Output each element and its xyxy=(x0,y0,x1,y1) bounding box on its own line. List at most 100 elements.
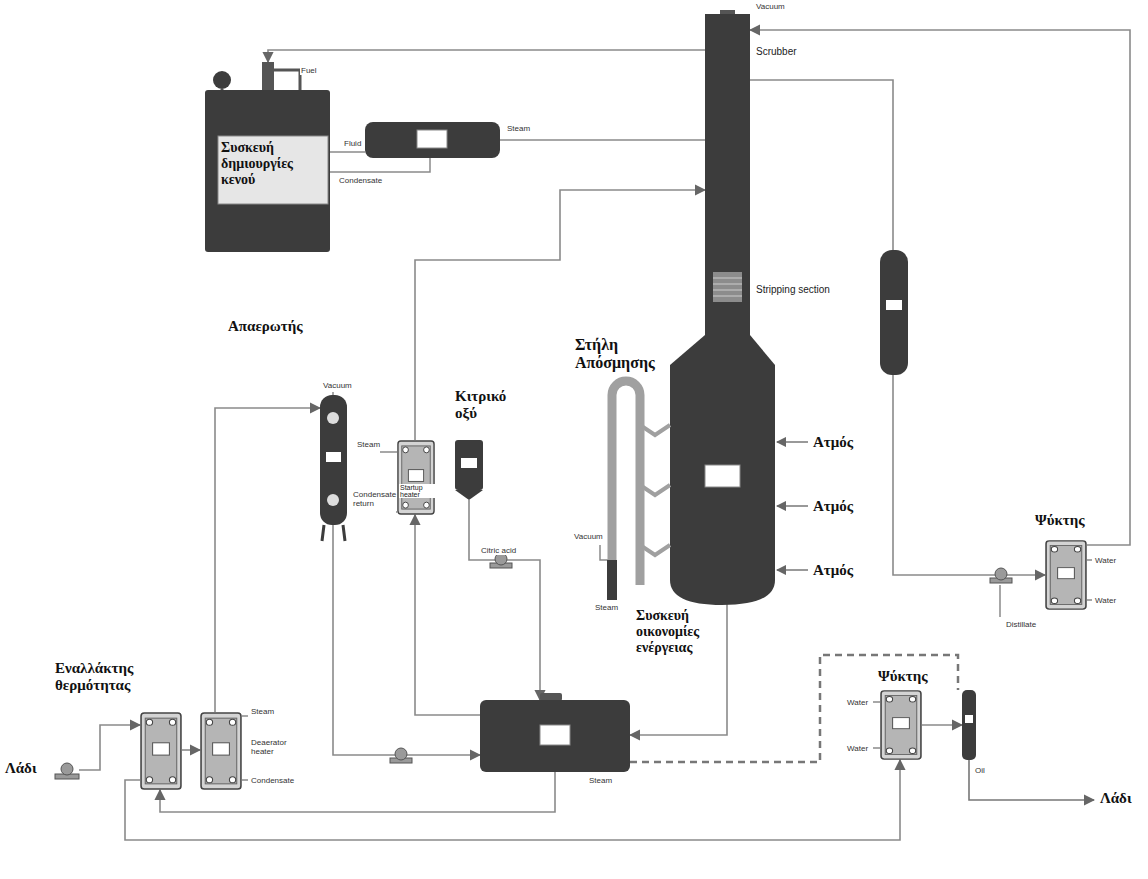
condenser xyxy=(417,130,447,148)
oil-outlet-vessel: Λάδι xyxy=(962,690,976,760)
flow-line xyxy=(79,725,140,770)
steam-inlets xyxy=(777,505,808,507)
flow-line xyxy=(630,604,727,735)
steam-label: Ατμός xyxy=(812,562,854,579)
pump xyxy=(995,568,1007,580)
equipment-label: Stripping section xyxy=(755,284,849,295)
deaerator-vessel xyxy=(326,452,341,462)
vacuum-leg xyxy=(607,560,617,600)
pipe-label: Steam xyxy=(588,776,613,785)
utility-lines xyxy=(330,151,365,153)
deaerator-vessel xyxy=(320,395,347,541)
pipe-label: Steam xyxy=(594,603,619,612)
economizer xyxy=(480,700,630,772)
flow-line xyxy=(182,749,200,751)
separator-vessel xyxy=(880,250,908,375)
flow-line xyxy=(750,80,1045,575)
vacuum-leg xyxy=(640,425,670,555)
separator-vessel xyxy=(886,300,902,310)
plate-heat-exchanger xyxy=(1046,541,1086,609)
pipe-label: Condensate xyxy=(338,176,383,185)
vacuum-unit xyxy=(205,62,330,252)
equipment-label: Λάδι xyxy=(5,760,47,777)
utility-lines xyxy=(873,747,880,749)
equipment-label: Scrubber xyxy=(755,46,817,57)
plate-heat-exchanger xyxy=(398,441,434,514)
pipe-label: Condensate xyxy=(250,776,295,785)
deodorizer-column xyxy=(713,278,742,296)
pipe-label: Steam xyxy=(356,440,381,449)
deodorizer-column xyxy=(705,14,750,339)
flow-line xyxy=(415,515,480,715)
utility-lines xyxy=(999,585,1001,617)
citric-acid-tank xyxy=(455,440,483,490)
deaerator-vessel xyxy=(320,395,347,525)
deaerator-vessel xyxy=(327,494,339,506)
economizer xyxy=(540,693,562,701)
pump xyxy=(55,553,1012,779)
pipe-label: Vacuum xyxy=(573,532,604,541)
cooler: Ψύκτης xyxy=(880,690,922,760)
flow-line xyxy=(922,724,962,726)
flow-line xyxy=(469,500,540,700)
flow-line xyxy=(750,30,1130,545)
deaerator-heater: Deaerator heater xyxy=(200,712,242,790)
pipe-label: Water xyxy=(1094,556,1117,565)
equipment-label: Deaerator heater xyxy=(250,738,312,756)
deaerator-vessel xyxy=(322,525,345,541)
equipment-label: Startup heater xyxy=(399,484,435,498)
pipe-label: Steam xyxy=(506,124,531,133)
economizer: Συσκευή οικονομίες ενέργειας xyxy=(480,700,630,772)
flow-line xyxy=(268,50,705,62)
utility-lines xyxy=(500,139,705,141)
steam-inlets xyxy=(777,442,808,570)
equipment-label: Συσκευή δημιουργίες κενού xyxy=(221,140,325,188)
pipe-label: Water xyxy=(846,744,869,753)
economizer xyxy=(480,693,630,772)
vacuum-unit xyxy=(213,71,231,89)
vacuum-unit xyxy=(262,62,274,90)
plate-heat-exchanger xyxy=(141,713,181,789)
pipe-label: Vacuum xyxy=(322,381,353,390)
utility-lines xyxy=(332,392,334,395)
pump xyxy=(395,748,407,760)
vacuum-unit xyxy=(218,136,328,204)
heat-exchanger: Εναλλάκτης θερμότητας xyxy=(140,712,182,790)
connector-group xyxy=(79,30,1130,840)
vacuum-leg xyxy=(612,381,640,585)
pipe-label: Distillate xyxy=(1005,620,1037,629)
utility-lines xyxy=(1087,599,1092,601)
citric-acid-tank xyxy=(455,490,483,500)
separator-vessel xyxy=(880,250,908,375)
flow-line xyxy=(415,190,705,440)
pipe-label: Fuel xyxy=(300,66,318,75)
equipment-label: Εναλλάκτης θερμότητας xyxy=(55,660,155,694)
utility-lines xyxy=(380,451,397,453)
equipment-label: Απαερωτής xyxy=(228,318,318,335)
utility-lines xyxy=(396,511,397,513)
startup-heater: Startup heater xyxy=(397,440,435,515)
condenser xyxy=(365,122,500,158)
filter-vessel xyxy=(965,715,973,723)
equipment-label: Ψύκτης xyxy=(1035,512,1105,529)
pipe-label: Steam xyxy=(250,707,275,716)
deodorizer-column xyxy=(670,335,775,605)
oil-outlet-line xyxy=(969,760,1094,800)
deodorizer-column xyxy=(670,10,775,605)
oil-inlet-pump: Λάδι xyxy=(55,762,79,778)
equipment-label: Συσκευή οικονομίες ενέργειας xyxy=(636,608,724,656)
pump xyxy=(61,763,73,775)
plate-heat-exchanger xyxy=(881,691,921,759)
equipment-label: Κιτρικό οξύ xyxy=(455,388,515,422)
citric-acid-tank: Κιτρικό οξύ xyxy=(455,440,483,500)
equipment-label: Λάδι xyxy=(1100,790,1145,807)
pipe-label: Fluid xyxy=(343,139,362,148)
pipe-label: Oil xyxy=(974,766,986,775)
utility-lines xyxy=(242,779,248,781)
utility-lines xyxy=(242,715,248,717)
dashed-line xyxy=(630,655,958,762)
cooler: Ψύκτης xyxy=(1045,540,1087,610)
vacuum-leg xyxy=(607,381,670,600)
